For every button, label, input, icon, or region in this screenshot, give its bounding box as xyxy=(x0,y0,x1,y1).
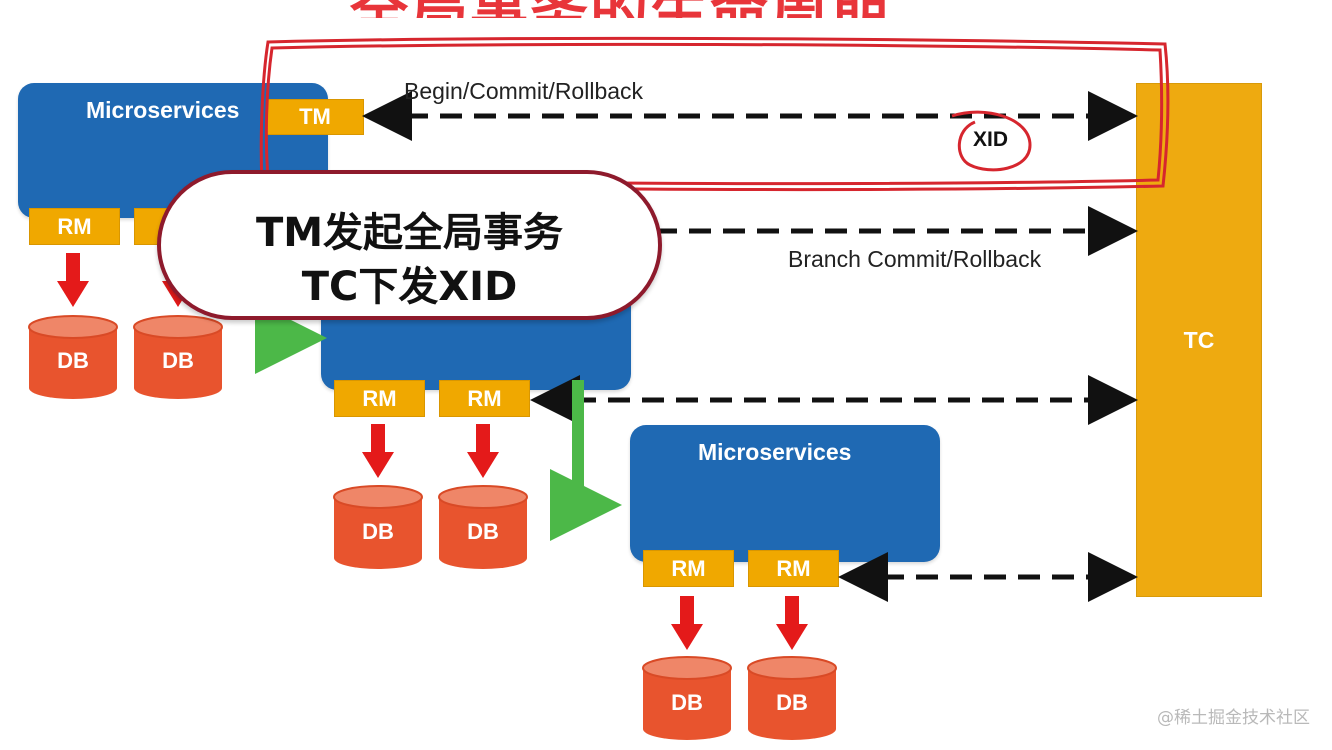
db-label-3a: DB xyxy=(671,690,703,715)
tc-column: TC xyxy=(1136,83,1262,597)
db-cylinder xyxy=(28,315,118,399)
xid-label: XID xyxy=(973,128,1009,151)
db-label-2b: DB xyxy=(467,519,499,544)
branch-commit-rollback-label: Branch Commit/Rollback xyxy=(788,246,1042,272)
db-cylinder xyxy=(642,656,732,740)
xid-highlight-circle xyxy=(951,110,1032,172)
db-cylinder xyxy=(133,315,223,399)
tc-label: TC xyxy=(1183,326,1215,353)
red-arrows xyxy=(57,253,808,650)
db-cylinders xyxy=(28,315,837,740)
rm-to-db-arrow xyxy=(467,424,499,478)
tm-tag: TM xyxy=(266,99,364,135)
microservice-label-3: Microservices xyxy=(698,439,852,465)
callout-line-2: TC下发XID xyxy=(301,264,518,310)
callout-line-1: TM发起全局事务 xyxy=(255,210,564,256)
rm-to-db-arrow xyxy=(776,596,808,650)
diagram-title-clip: 全局事务的生命周期 xyxy=(300,0,1020,18)
db-cylinder xyxy=(333,485,423,569)
rm-tag-3b: RM xyxy=(748,550,839,587)
microservice-label-1: Microservices xyxy=(86,97,240,123)
watermark: @稀土掘金技术社区 xyxy=(1157,708,1310,728)
db-label-1a: DB xyxy=(57,348,89,373)
rm-to-db-arrow xyxy=(671,596,703,650)
db-label-1b: DB xyxy=(162,348,194,373)
rm-tag-1a: RM xyxy=(29,208,120,245)
rm-to-db-arrow xyxy=(362,424,394,478)
rm-tag-3a: RM xyxy=(643,550,734,587)
db-cylinder xyxy=(438,485,528,569)
db-cylinder xyxy=(747,656,837,740)
db-label-3b: DB xyxy=(776,690,808,715)
microservice-box-3: Microservices xyxy=(630,425,940,562)
diagram-title: 全局事务的生命周期 xyxy=(350,0,890,18)
flow-arrow-1 xyxy=(254,301,327,374)
rm-to-db-arrow xyxy=(57,253,89,307)
rm-tag-2b: RM xyxy=(439,380,530,417)
begin-commit-rollback-label: Begin/Commit/Rollback xyxy=(404,78,644,104)
db-label-2a: DB xyxy=(362,519,394,544)
rm-tag-2a: RM xyxy=(334,380,425,417)
callout-bubble: TM发起全局事务 TC下发XID xyxy=(157,170,662,320)
flow-arrow-2 xyxy=(549,380,622,541)
